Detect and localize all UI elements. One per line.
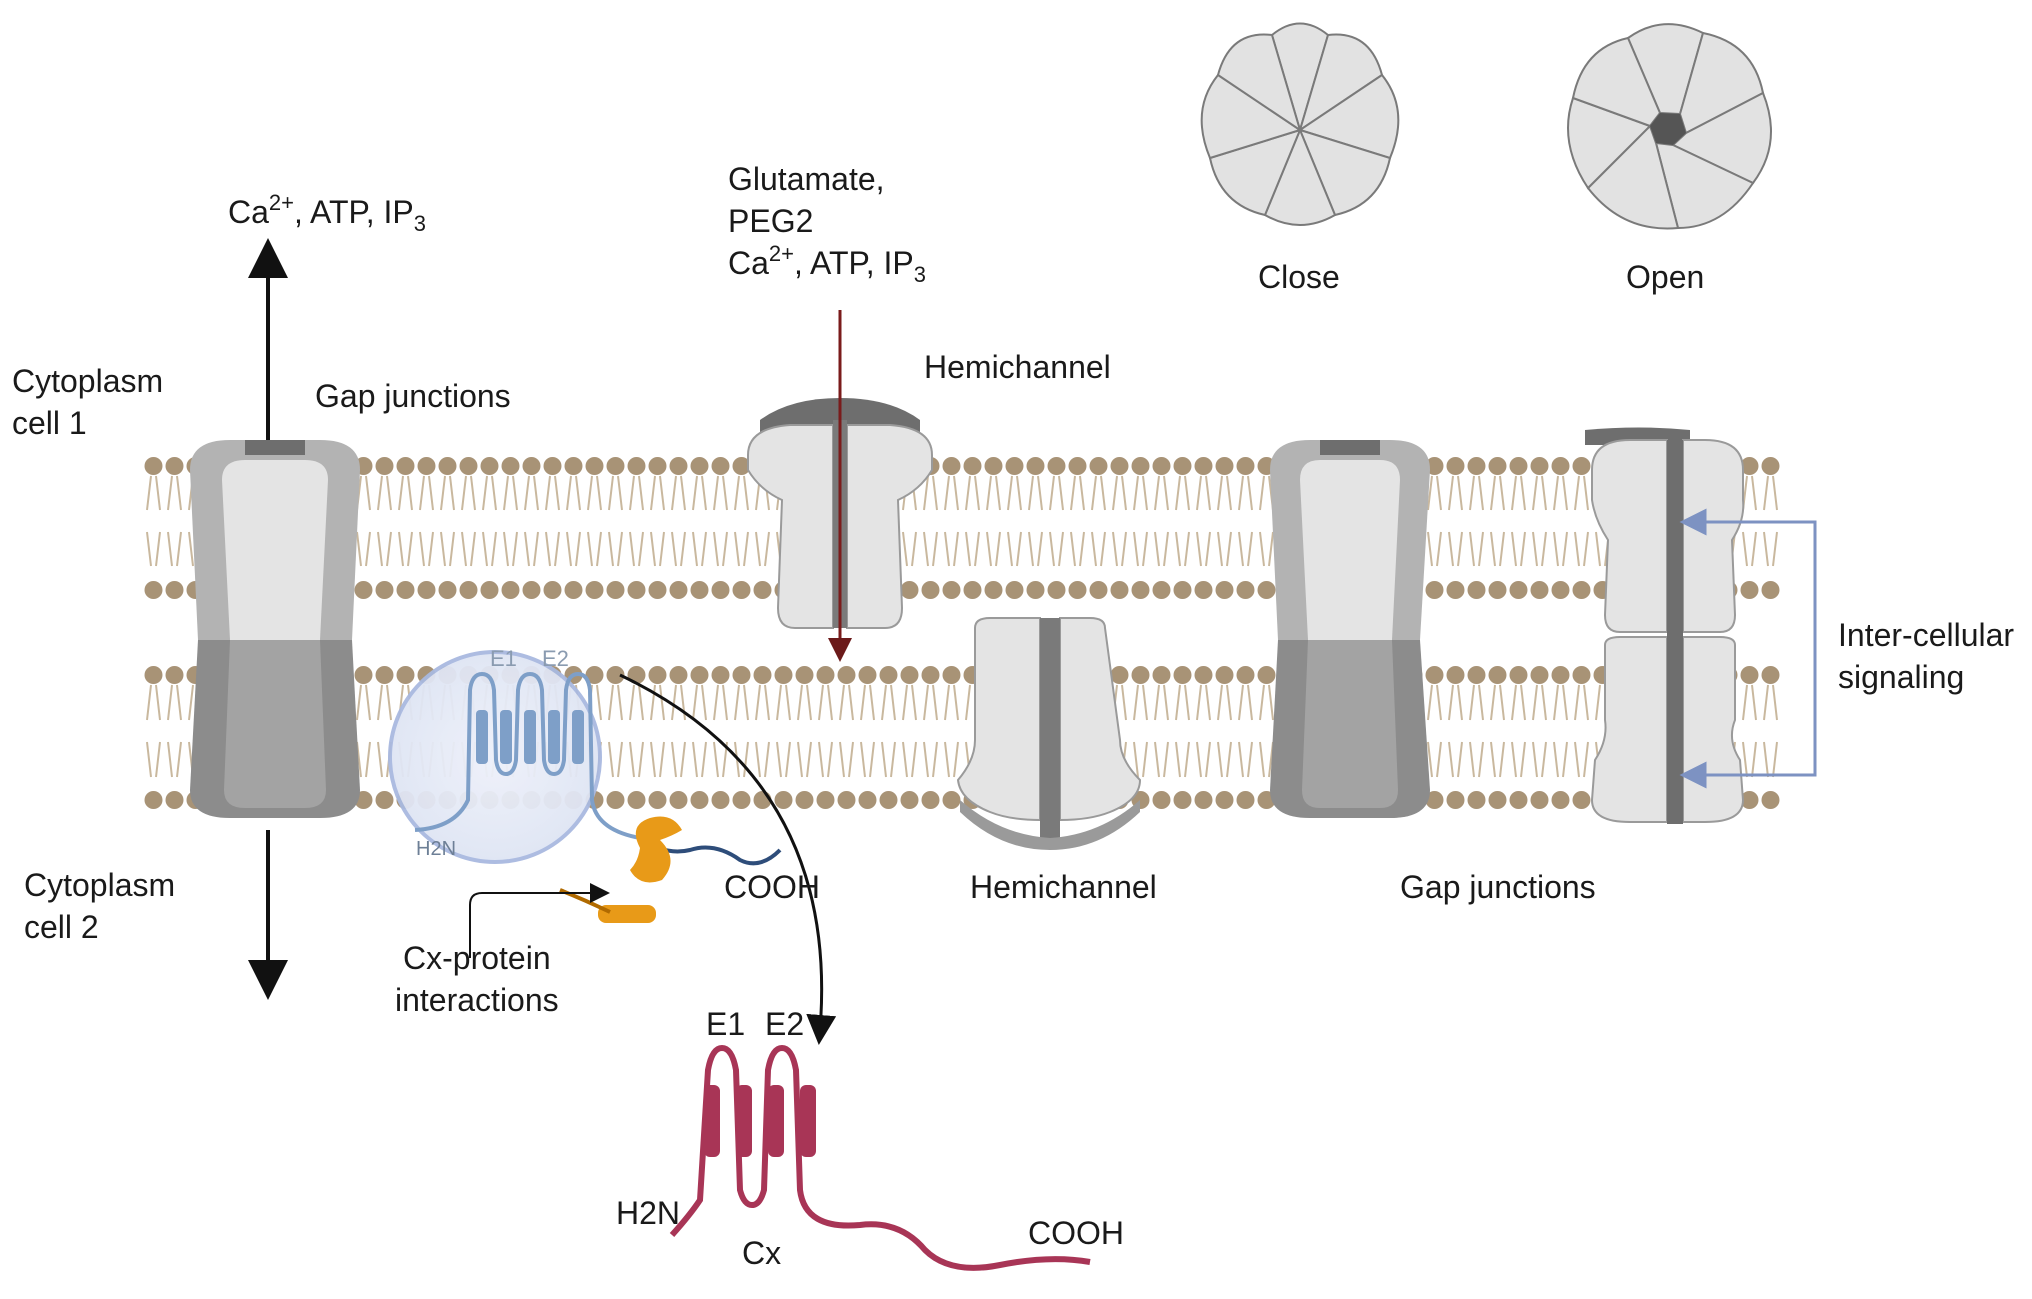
hemichannel-label-top: Hemichannel — [924, 349, 1111, 385]
zoom-arrow — [619, 673, 837, 1045]
cx-interaction-pointer — [469, 883, 610, 958]
open-label: Open — [1626, 259, 1705, 295]
inset-h2n-label: H2N — [416, 838, 457, 860]
membrane-cell1 — [143, 455, 1780, 601]
connexin-topology — [669, 1044, 1091, 1271]
gap-junction-open — [1585, 427, 1745, 824]
gap-junction-right — [1270, 440, 1430, 818]
big-h2n-label: H2N — [616, 1195, 681, 1231]
inset-e1-label: E1 — [490, 646, 517, 671]
cx-protein-label: Cx-protein interactions — [395, 940, 559, 1018]
big-cooh-label: COOH — [1028, 1215, 1124, 1251]
hemichannel-label-bottom: Hemichannel — [970, 869, 1157, 905]
molecules-label-center: Glutamate, PEG2 Ca2+, ATP, IP3 — [728, 161, 927, 287]
gap-junctions-label-bottom: Gap junctions — [1400, 869, 1596, 905]
gap-junctions-label-top: Gap junctions — [315, 378, 511, 414]
big-e1-label: E1 — [706, 1006, 746, 1042]
close-label: Close — [1258, 259, 1340, 295]
big-cx-label: Cx — [742, 1235, 782, 1271]
cytoplasm-cell1-label: Cytoplasm cell 1 — [12, 363, 164, 441]
big-e2-label: E2 — [765, 1006, 805, 1042]
inset-magnifier — [388, 650, 641, 864]
partner-protein-icon — [559, 816, 682, 923]
hemichannel-lower — [956, 617, 1142, 850]
gap-junction-left — [190, 440, 360, 818]
hemichannel-upper — [747, 398, 933, 629]
rosette-closed-icon — [1200, 22, 1400, 226]
inset-e2-label: E2 — [542, 646, 569, 671]
intercellular-bracket — [1679, 508, 1817, 789]
intercellular-label: Inter-cellular signaling — [1838, 617, 2015, 695]
cytoplasm-cell2-label: Cytoplasm cell 2 — [24, 867, 176, 945]
molecules-label-left: Ca2+, ATP, IP3 — [228, 190, 427, 236]
cooh-label-mid: COOH — [724, 869, 820, 905]
rosette-open-icon — [1567, 23, 1772, 230]
